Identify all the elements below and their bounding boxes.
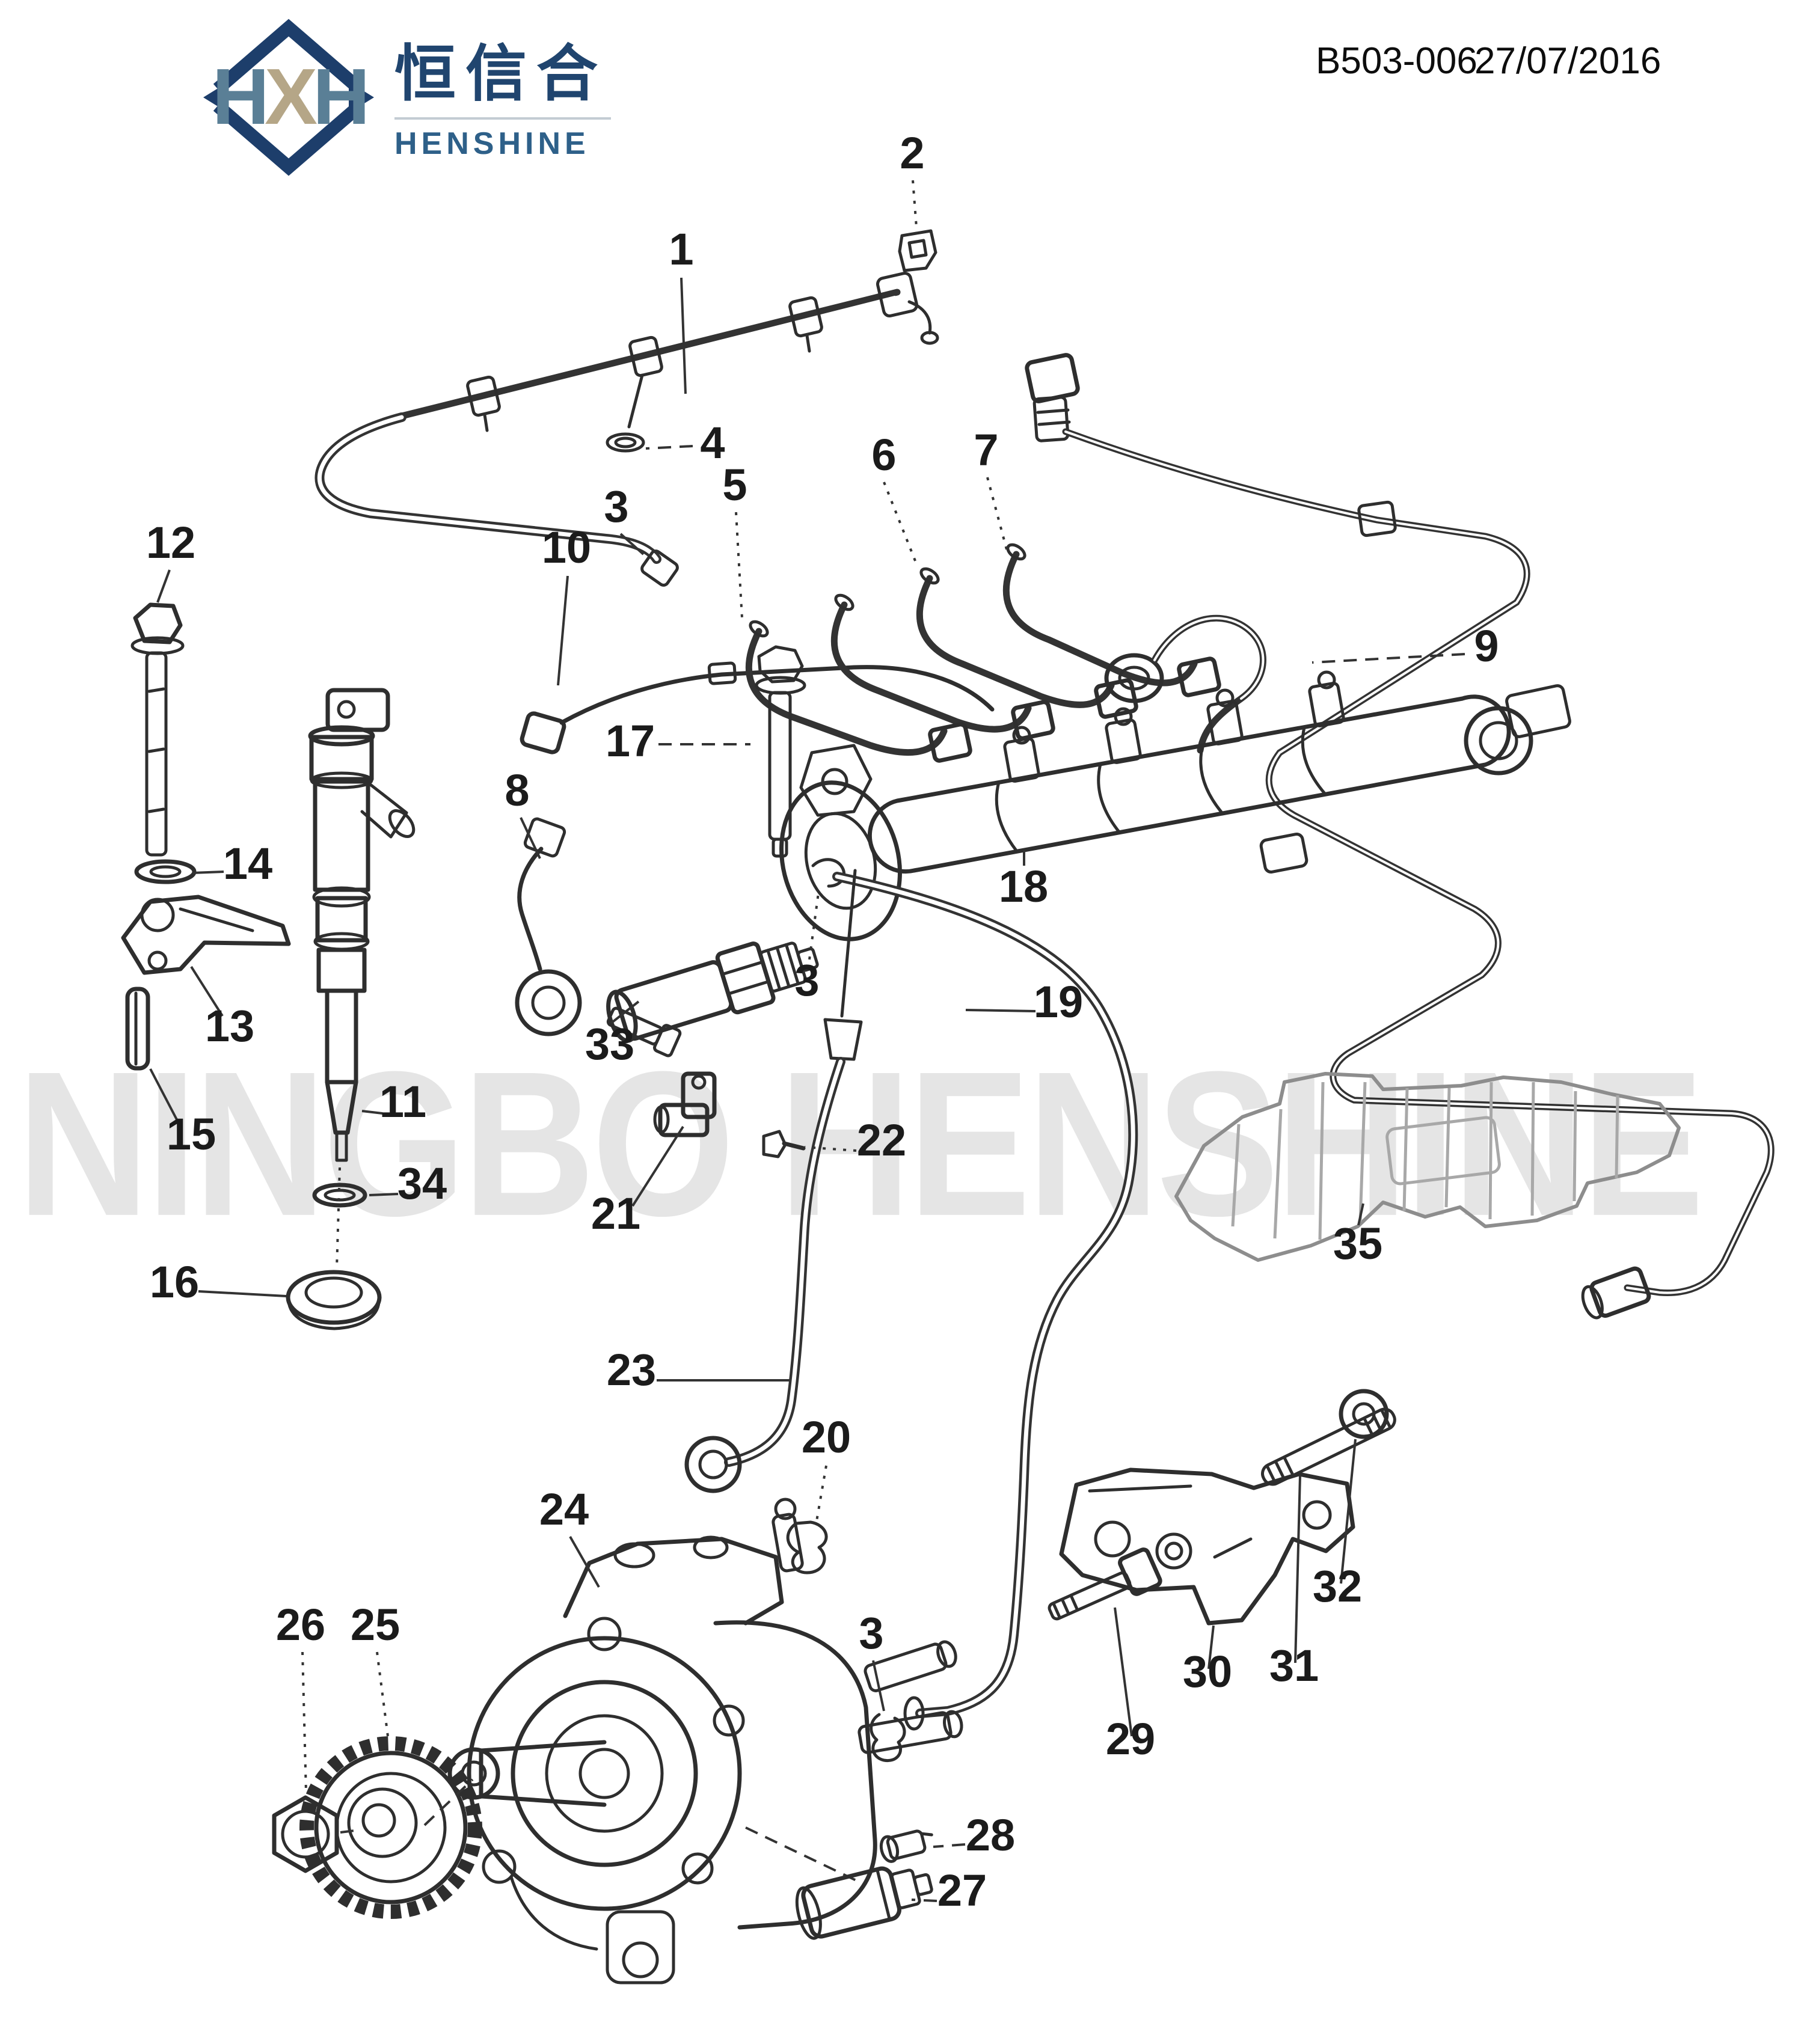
part-regulator-33 (606, 941, 819, 1043)
part-pump-24 (447, 1498, 963, 1984)
logo-diamond-icon: HXH (203, 19, 374, 176)
logo-letter-x: X (265, 52, 317, 141)
callout-3-mid[interactable]: 3 (794, 955, 819, 1005)
part-hose-23 (684, 869, 863, 1493)
callout-35[interactable]: 35 (1333, 1219, 1382, 1268)
callout-31[interactable]: 31 (1269, 1641, 1319, 1691)
part-bracket-30 (1059, 1467, 1355, 1626)
part-clip-3-bottom (870, 1713, 906, 1763)
part-clamp-20 (786, 1520, 828, 1574)
part-leakoff-pipe-1 (398, 272, 939, 432)
part-injector-11 (308, 688, 416, 1162)
callout-14[interactable]: 14 (223, 839, 272, 889)
callout-4[interactable]: 4 (700, 418, 725, 468)
part-elbow-21 (653, 1071, 717, 1137)
part-bolt-17 (755, 645, 806, 858)
leader-lines-dotted (301, 180, 1008, 1793)
callout-26[interactable]: 26 (276, 1600, 325, 1650)
callout-18[interactable]: 18 (999, 861, 1048, 911)
callout-29[interactable]: 29 (1106, 1714, 1155, 1764)
part-nut-26 (272, 1795, 360, 1873)
callout-7[interactable]: 7 (974, 425, 998, 475)
callout-19[interactable]: 19 (1034, 977, 1083, 1027)
callout-25[interactable]: 25 (351, 1600, 400, 1650)
part-banjo-fitting-8 (515, 817, 682, 1057)
callout-24[interactable]: 24 (539, 1484, 589, 1534)
document-date: 27/07/2016 (1474, 40, 1661, 82)
part-harness-pipe-10 (520, 661, 995, 754)
callout-15[interactable]: 15 (167, 1109, 216, 1159)
callout-16[interactable]: 16 (150, 1257, 199, 1307)
part-fuel-rail-18 (779, 670, 1571, 941)
part-foam-cover-35 (1174, 1072, 1681, 1262)
callout-5[interactable]: 5 (722, 460, 747, 510)
document-number: B503-006 (1316, 40, 1477, 82)
part-washer-14 (134, 859, 197, 884)
callout-21[interactable]: 21 (591, 1189, 640, 1238)
part-valve-27 (795, 1866, 933, 1940)
part-gear-25 (299, 1736, 482, 1919)
callout-12[interactable]: 12 (146, 518, 195, 568)
part-screw-28 (879, 1829, 933, 1863)
logo-letter-h2: H (313, 52, 365, 141)
callout-9[interactable]: 9 (1474, 621, 1499, 671)
leader-lines-dashed (645, 445, 1465, 1902)
callout-20[interactable]: 20 (802, 1412, 851, 1462)
callout-27[interactable]: 27 (937, 1865, 987, 1915)
logo-divider (394, 117, 611, 120)
callout-11[interactable]: 11 (379, 1077, 426, 1127)
part-stud-31 (1261, 1407, 1396, 1486)
company-logo: HXH 恒信合 HENSHINE (198, 17, 611, 178)
part-screw-22 (762, 1130, 806, 1158)
part-hose-19 (811, 858, 1138, 1731)
callout-23[interactable]: 23 (607, 1345, 656, 1395)
callout-2[interactable]: 2 (900, 128, 924, 178)
part-injection-pipes-5-6-7 (745, 543, 1266, 763)
callout-34[interactable]: 34 (397, 1158, 447, 1208)
callout-13[interactable]: 13 (205, 1001, 254, 1051)
logo-letter-h1: H (212, 52, 265, 141)
callout-1[interactable]: 1 (669, 224, 693, 274)
watermark-text: NINGBO HENSHINE (17, 1028, 1704, 1259)
part-seal-ring-4 (606, 432, 645, 453)
part-return-line-9 (1025, 353, 1775, 1320)
callout-32[interactable]: 32 (1313, 1561, 1362, 1611)
callout-8[interactable]: 8 (505, 765, 529, 815)
part-washer-32 (1339, 1389, 1389, 1439)
part-clamp-fork-13 (121, 895, 291, 975)
callout-33[interactable]: 33 (585, 1019, 634, 1069)
svg-text:HXH: HXH (212, 52, 366, 141)
callout-30[interactable]: 30 (1183, 1647, 1232, 1697)
callout-10[interactable]: 10 (542, 522, 591, 572)
callout-17[interactable]: 17 (606, 716, 655, 766)
logo-latin-name: HENSHINE (394, 126, 590, 162)
part-seat-washer-16 (286, 1270, 382, 1330)
callout-22[interactable]: 22 (857, 1115, 906, 1165)
callout-3-top[interactable]: 3 (604, 482, 628, 531)
callout-6[interactable]: 6 (871, 430, 896, 480)
logo-chinese-name: 恒信合 (394, 40, 607, 108)
part-pin-15 (125, 987, 150, 1071)
leader-lines-solid (149, 277, 1364, 1737)
part-bolt-12 (130, 602, 185, 857)
part-clip-2 (898, 229, 937, 272)
callout-3-bottom[interactable]: 3 (859, 1608, 883, 1658)
callout-28[interactable]: 28 (966, 1810, 1015, 1860)
